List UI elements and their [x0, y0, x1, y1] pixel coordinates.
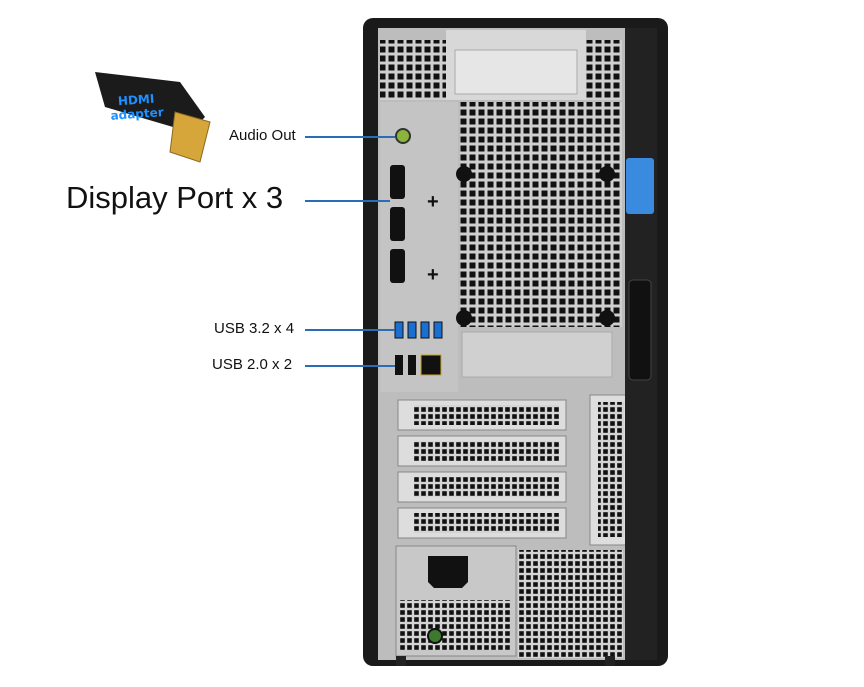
usb32-port-1	[394, 321, 404, 339]
usb32-callout-line	[305, 329, 395, 331]
hdmi-adapter-image	[95, 72, 211, 163]
audio-out-callout-line	[305, 136, 395, 138]
svg-text:+: +	[427, 191, 439, 213]
hdmi-adapter-label: HDMI adapter	[109, 91, 164, 123]
display-port-callout-line	[305, 200, 390, 202]
displayport-3	[390, 249, 405, 283]
usb32-label: USB 3.2 x 4	[214, 320, 295, 337]
displayport-2	[390, 207, 405, 241]
usb20-port-1	[395, 355, 403, 375]
audio-out-port	[395, 128, 411, 144]
usb20-callout-line	[305, 365, 395, 367]
display-port-label: Display Port x 3	[66, 180, 284, 215]
usb20-port-2	[408, 355, 416, 375]
audio-out-label: Audio Out	[229, 127, 296, 144]
usb32-port-4	[433, 321, 443, 339]
usb32-port-3	[420, 321, 430, 339]
usb20-label: USB 2.0 x 2	[212, 356, 293, 373]
latch	[626, 158, 654, 214]
svg-text:+: +	[427, 264, 439, 286]
power-inlet	[428, 556, 468, 588]
ethernet-port	[420, 354, 442, 376]
usb32-port-2	[407, 321, 417, 339]
displayport-1	[390, 165, 405, 199]
